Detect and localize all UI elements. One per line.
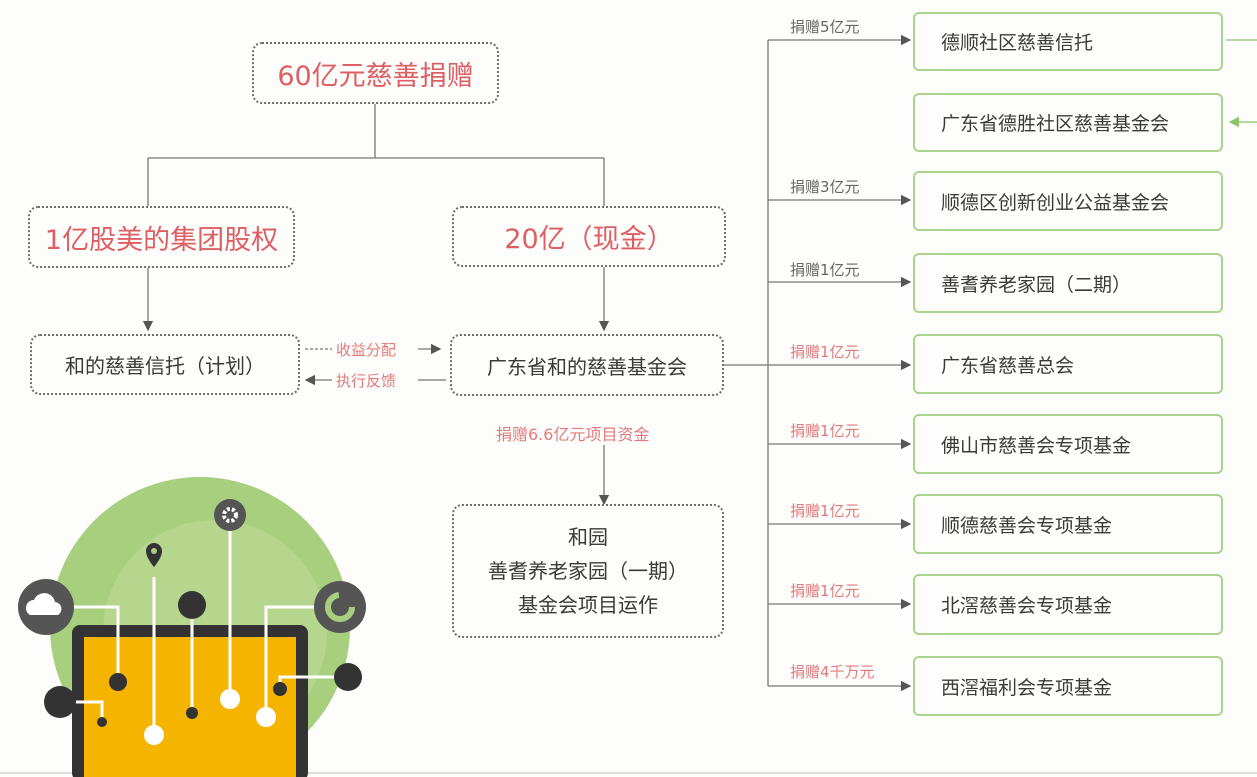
node-dark-6 — [44, 686, 76, 718]
income-distribution-label: 收益分配 — [336, 341, 397, 359]
laptop-illustration — [18, 477, 366, 777]
recipient-box-1: 广东省德胜社区慈善基金会 — [913, 93, 1223, 152]
donation-label-3: 捐赠1亿元 — [790, 261, 860, 279]
donut-chart-icon — [325, 592, 355, 622]
project-box: 和园 善耆养老家园（一期） 基金会项目运作 — [452, 504, 724, 638]
laptop-screen — [84, 637, 296, 777]
recipient-name-8: 西滘福利会专项基金 — [941, 676, 1113, 699]
recipient-box-7: 北滘慈善会专项基金 — [913, 574, 1223, 635]
recipient-name-5: 佛山市慈善会专项基金 — [941, 434, 1132, 457]
recipient-box-8: 西滘福利会专项基金 — [913, 656, 1223, 716]
recipient-name-0: 德顺社区慈善信托 — [941, 32, 1094, 54]
project-line-2: 善耆养老家园（一期） — [488, 559, 688, 583]
recipient-box-3: 善耆养老家园（二期） — [913, 253, 1223, 313]
recipient-name-4: 广东省慈善总会 — [941, 354, 1075, 377]
map-pin-icon — [146, 543, 162, 567]
recipient-box-2: 顺德区创新创业公益基金会 — [913, 171, 1223, 231]
donation-label-5: 捐赠1亿元 — [790, 422, 860, 440]
total-donation-box: 60亿元慈善捐赠 — [252, 42, 499, 104]
cloud-icon — [25, 593, 62, 615]
donation-label-6: 捐赠1亿元 — [790, 502, 860, 520]
recipient-box-0: 德顺社区慈善信托 — [913, 12, 1223, 71]
donation-label-7: 捐赠1亿元 — [790, 582, 860, 600]
execution-feedback-label: 执行反馈 — [336, 372, 397, 390]
chart-icon-badge — [314, 581, 366, 633]
gear-icon-badge — [214, 499, 246, 531]
project-line-3: 基金会项目运作 — [518, 593, 658, 617]
donation-label-4: 捐赠1亿元 — [790, 343, 860, 361]
cash-box: 20亿（现金） — [452, 206, 726, 267]
charity-trust-box: 和的慈善信托（计划） — [30, 334, 300, 395]
node-white-2 — [220, 689, 240, 709]
recipient-box-5: 佛山市慈善会专项基金 — [913, 414, 1223, 474]
recipient-name-2: 顺德区创新创业公益基金会 — [941, 191, 1170, 214]
charity-trust-label: 和的慈善信托（计划） — [65, 354, 265, 378]
donation-label-0: 捐赠5亿元 — [790, 18, 860, 36]
recipient-name-1: 广东省德胜社区慈善基金会 — [941, 113, 1170, 135]
profile-icon-badge — [178, 591, 206, 619]
recipient-box-6: 顺德慈善会专项基金 — [913, 494, 1223, 554]
equity-box: 1亿股美的集团股权 — [28, 206, 295, 268]
node-white-3 — [256, 707, 276, 727]
project-line-1: 和园 — [568, 525, 608, 549]
recipient-name-3: 善耆养老家园（二期） — [941, 273, 1132, 296]
cash-label: 20亿（现金） — [504, 224, 674, 255]
node-dark-2 — [186, 707, 198, 719]
recipient-box-4: 广东省慈善总会 — [913, 334, 1223, 394]
total-donation-label: 60亿元慈善捐赠 — [277, 60, 474, 92]
gear-icon — [222, 507, 238, 523]
recipient-name-7: 北滘慈善会专项基金 — [941, 595, 1113, 617]
project-donation-label: 捐赠6.6亿元项目资金 — [496, 425, 650, 444]
donation-label-8: 捐赠4千万元 — [790, 663, 875, 681]
node-dark-5 — [334, 663, 362, 691]
foundation-box: 广东省和的慈善基金会 — [450, 334, 724, 396]
node-dark-1 — [109, 673, 127, 691]
node-white-1 — [144, 725, 164, 745]
foundation-label: 广东省和的慈善基金会 — [487, 354, 687, 379]
node-dark-3 — [97, 717, 107, 727]
donation-label-2: 捐赠3亿元 — [790, 178, 860, 196]
equity-label: 1亿股美的集团股权 — [44, 224, 279, 256]
node-dark-4 — [273, 682, 287, 696]
recipient-name-6: 顺德慈善会专项基金 — [941, 514, 1113, 537]
